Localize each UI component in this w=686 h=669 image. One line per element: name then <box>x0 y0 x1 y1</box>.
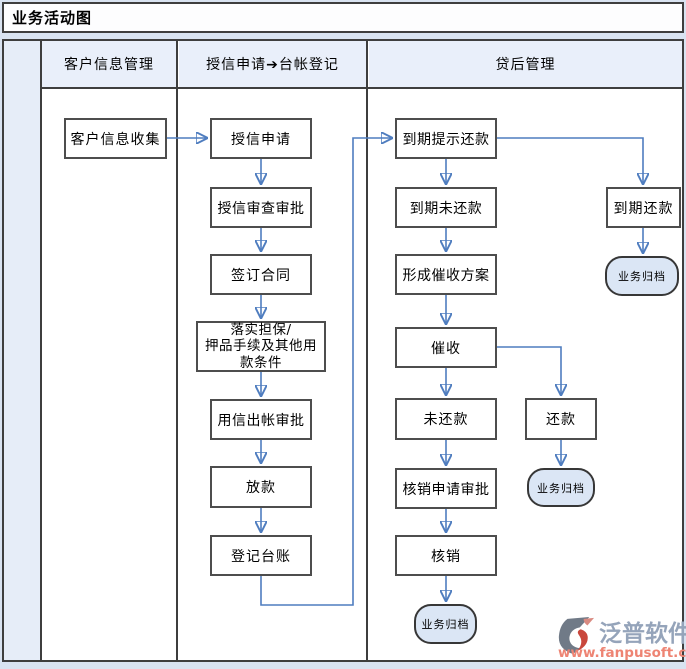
fanpu-logo-icon <box>558 616 595 654</box>
node-archive-writeoff: 业务归档 <box>414 604 477 644</box>
node-due-reminder: 到期提示还款 <box>395 118 497 159</box>
node-repaid: 还款 <box>525 398 597 440</box>
node-label: 签订合同 <box>231 267 291 284</box>
node-label: 客户信息收集 <box>70 131 161 148</box>
diagram-title-bar: 业务活动图 <box>2 2 684 33</box>
node-label: 还款 <box>546 412 576 428</box>
node-credit-apply: 授信申请 <box>210 118 312 159</box>
lane-header-post-loan: 贷后管理 <box>369 41 682 87</box>
node-label: 到期提示还款 <box>402 131 490 148</box>
divider-lane2-lane3 <box>366 41 368 660</box>
node-disbursement-review: 用信出帐审批 <box>210 399 312 440</box>
page-title: 业务活动图 <box>12 9 93 27</box>
node-label: 落实担保/ 押品手续及其他用 款条件 <box>205 322 317 371</box>
node-implement-guarantee: 落实担保/ 押品手续及其他用 款条件 <box>196 321 326 372</box>
watermark-url: www.fanpusoft.com <box>558 645 686 661</box>
watermark: 泛普软件 www.fanpusoft.com <box>552 612 686 664</box>
node-label: 业务归档 <box>537 481 585 495</box>
divider-lane1-lane2 <box>176 41 178 660</box>
node-label: 授信申请 <box>231 131 291 148</box>
swimlane-left-strip <box>4 41 40 660</box>
node-archive-repaid: 业务归档 <box>527 468 595 507</box>
node-label: 授信审查审批 <box>217 200 305 217</box>
node-label: 业务归档 <box>421 618 470 631</box>
node-collection-plan: 形成催收方案 <box>395 254 497 295</box>
node-writeoff-apply-review: 核销申请审批 <box>395 468 497 509</box>
node-due-repaid: 到期还款 <box>606 187 681 228</box>
node-sign-contract: 签订合同 <box>210 254 312 295</box>
node-label: 业务归档 <box>618 270 666 283</box>
node-collect-info: 客户信息收集 <box>64 118 167 159</box>
node-archive-due-repaid: 业务归档 <box>605 256 679 296</box>
node-register-ledger: 登记台账 <box>210 535 312 576</box>
lane-label: 客户信息管理 <box>64 57 154 73</box>
node-loan-release: 放款 <box>210 466 312 508</box>
node-due-unpaid: 到期未还款 <box>395 187 497 228</box>
node-label: 用信出帐审批 <box>217 412 305 429</box>
node-label: 催收 <box>431 340 461 357</box>
node-label: 核销 <box>431 548 461 565</box>
node-label: 放款 <box>246 480 276 496</box>
lane-label: 授信申请➔台帐登记 <box>206 57 339 73</box>
node-label: 登记台账 <box>231 548 291 565</box>
node-label: 形成催收方案 <box>402 267 490 284</box>
lane-header-customer-info: 客户信息管理 <box>42 41 176 87</box>
node-label: 到期还款 <box>613 200 674 217</box>
lane-label: 贷后管理 <box>495 57 556 73</box>
node-label: 到期未还款 <box>409 200 483 217</box>
watermark-brand: 泛普软件 <box>599 621 686 647</box>
node-label: 核销申请审批 <box>402 481 490 498</box>
node-collection: 催收 <box>395 327 497 368</box>
lane-header-credit-to-ledger: 授信申请➔台帐登记 <box>179 41 366 87</box>
header-row-divider <box>40 87 682 89</box>
node-credit-review: 授信审查审批 <box>210 187 312 228</box>
divider-strip <box>40 41 42 660</box>
node-label: 未还款 <box>423 412 469 428</box>
node-unpaid: 未还款 <box>395 398 497 440</box>
node-writeoff: 核销 <box>395 535 497 576</box>
